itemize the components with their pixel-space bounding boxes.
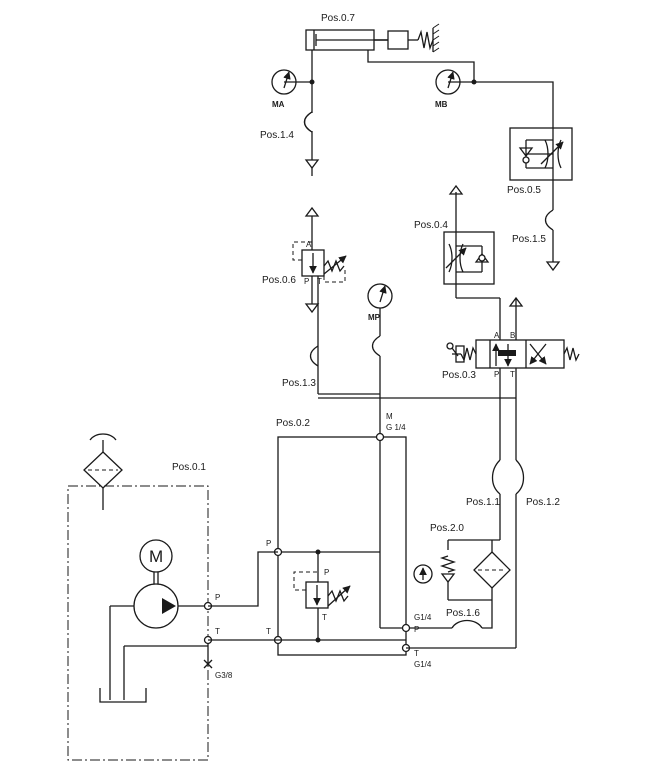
label-relief-t: T <box>322 613 327 622</box>
hose-pos-1-6: Pos.1.6 <box>380 608 493 629</box>
label-dcv-t: T <box>510 370 515 379</box>
power-unit-pos-0-1: Pos.0.1 M P T G3/8 <box>67 433 233 761</box>
label-m-thread: G 1/4 <box>386 423 406 432</box>
label-dcv-b: B <box>510 331 515 340</box>
label-pos-0-4: Pos.0.4 <box>414 220 448 231</box>
label-pos-1-1: Pos.1.1 <box>466 497 500 508</box>
label-out-p: P <box>414 625 419 634</box>
label-unit-t: T <box>215 627 220 636</box>
pressure-gauge-ma: MA <box>271 69 315 109</box>
main-relief-valve: P T <box>293 549 351 643</box>
pressure-relief-valve-pos-0-6: A P T Pos.0.6 <box>262 206 347 394</box>
label-pos-0-3: Pos.0.3 <box>442 370 476 381</box>
directional-valve-pos-0-3: A B P T Pos.0.3 <box>442 296 580 381</box>
label-mb: MB <box>435 100 448 109</box>
check-throttle-pos-0-5: Pos.0.5 <box>507 127 573 196</box>
label-m-port: M <box>386 412 393 421</box>
label-unit-p: P <box>215 593 220 602</box>
label-cylinder: Pos.0.7 <box>321 13 355 24</box>
cylinder-pos-0-7: Pos.0.7 <box>305 13 440 53</box>
filter-pos-2-0: Pos.2.0 <box>413 523 511 624</box>
label-relief-p: P <box>324 568 329 577</box>
hose-pos-1-4: Pos.1.4 <box>260 111 320 176</box>
hoses-pos-1-1-1-2: Pos.1.1 Pos.1.2 <box>466 459 560 636</box>
check-throttle-pos-0-4: Pos.0.4 <box>414 184 501 340</box>
label-pos-0-1: Pos.0.1 <box>172 462 206 473</box>
label-mp: MP <box>368 313 381 322</box>
hose-pos-1-5: Pos.1.5 <box>512 180 561 272</box>
label-pos-1-5: Pos.1.5 <box>512 234 546 245</box>
label-unit-thread: G3/8 <box>215 671 233 680</box>
line-cylinder-b <box>367 50 554 128</box>
label-pos-0-2: Pos.0.2 <box>276 418 310 429</box>
label-pos-1-6: Pos.1.6 <box>446 608 480 619</box>
label-out-p-thread: G1/4 <box>414 613 432 622</box>
label-pos-1-3: Pos.1.3 <box>282 378 316 389</box>
line-pressure-supply <box>208 551 278 607</box>
label-manifold-t: T <box>266 627 271 636</box>
label-prv06-t: T <box>317 277 322 286</box>
motor-m-label: M <box>149 547 163 566</box>
pressure-gauge-mp: MP <box>367 283 393 437</box>
label-out-t: T <box>414 649 419 658</box>
label-prv06-a: A <box>306 240 312 249</box>
label-out-t-thread: G1/4 <box>414 660 432 669</box>
label-pos-2-0: Pos.2.0 <box>430 523 464 534</box>
label-dcv-p: P <box>494 370 499 379</box>
label-pos-1-2: Pos.1.2 <box>526 497 560 508</box>
label-pos-0-5: Pos.0.5 <box>507 185 541 196</box>
label-pos-0-6: Pos.0.6 <box>262 275 296 286</box>
label-pos-1-4: Pos.1.4 <box>260 130 294 141</box>
pressure-gauge-mb: MB <box>435 69 477 109</box>
label-prv06-p: P <box>304 277 309 286</box>
label-dcv-a: A <box>494 331 500 340</box>
label-ma: MA <box>272 100 285 109</box>
label-manifold-p: P <box>266 539 271 548</box>
hose-pos-1-3: Pos.1.3 <box>282 345 319 389</box>
